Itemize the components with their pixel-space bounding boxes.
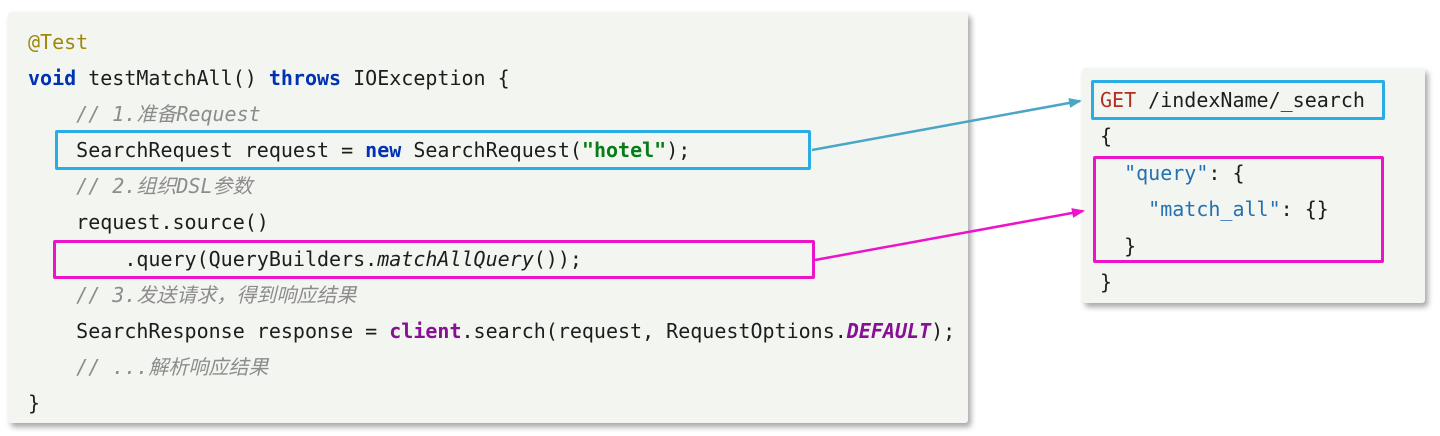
code-token: SearchRequest request = xyxy=(28,138,366,163)
code-line: request.source() xyxy=(28,204,968,240)
code-line: } xyxy=(1100,228,1425,264)
dsl-code-block: GET /indexName/_search { "query": { "matc… xyxy=(1082,68,1425,303)
code-token: } xyxy=(28,390,41,415)
code-token: GET xyxy=(1100,88,1137,112)
code-token: SearchResponse response = xyxy=(28,318,390,343)
code-token: .query(QueryBuilders. xyxy=(28,246,378,271)
code-line: // 1.准备Request xyxy=(28,96,968,132)
code-token: SearchRequest( xyxy=(401,138,582,163)
code-token: } xyxy=(1100,270,1113,295)
code-line: void testMatchAll() throws IOException { xyxy=(28,60,968,96)
code-token: request.source() xyxy=(28,210,269,235)
code-token: // 2.组织DSL参数 xyxy=(28,174,253,199)
code-token: // 3.发送请求，得到响应结果 xyxy=(28,282,357,307)
code-line: } xyxy=(28,385,968,421)
code-line: SearchResponse response = client.search(… xyxy=(28,313,968,349)
code-line: @Test xyxy=(28,24,968,60)
code-token: throws xyxy=(268,66,342,91)
code-line: "query": { xyxy=(1100,155,1425,191)
code-token: IOException { xyxy=(341,66,510,91)
code-token: void xyxy=(28,66,77,91)
code-token: @Test xyxy=(28,30,89,54)
code-token: // 1.准备Request xyxy=(28,102,261,127)
code-line: "match_all": {} xyxy=(1100,191,1425,227)
code-token xyxy=(1100,197,1148,221)
code-token: : {} xyxy=(1280,197,1329,222)
code-line: // 2.组织DSL参数 xyxy=(28,168,968,204)
code-token: ); xyxy=(666,138,691,163)
code-token: matchAllQuery xyxy=(377,246,534,271)
code-line: { xyxy=(1100,118,1425,154)
code-token: : { xyxy=(1208,160,1245,185)
code-token: DEFAULT xyxy=(846,318,932,343)
code-token: } xyxy=(1100,233,1137,258)
code-line: SearchRequest request = new SearchReques… xyxy=(28,132,968,168)
code-token: /indexName/_search xyxy=(1136,88,1365,112)
code-token: "hotel" xyxy=(581,138,667,163)
code-token: "match_all" xyxy=(1148,197,1281,222)
code-token: testMatchAll() xyxy=(76,66,269,91)
code-line: // ...解析响应结果 xyxy=(28,349,968,385)
code-token: client xyxy=(389,318,462,343)
code-token: ()); xyxy=(533,246,582,271)
code-line: GET /indexName/_search xyxy=(1100,82,1425,118)
dsl-query-panel: GET /indexName/_search { "query": { "matc… xyxy=(1082,68,1425,303)
code-token: { xyxy=(1100,124,1113,149)
java-code-block: @Test void testMatchAll() throws IOExcept… xyxy=(8,12,968,423)
code-token: ); xyxy=(931,318,956,343)
java-code-panel: @Test void testMatchAll() throws IOExcept… xyxy=(8,12,968,423)
code-line: .query(QueryBuilders.matchAllQuery()); xyxy=(28,241,968,277)
code-token: new xyxy=(365,138,402,163)
code-token: // ...解析响应结果 xyxy=(28,354,269,379)
code-token: "query" xyxy=(1124,160,1209,185)
code-token: .search(request, RequestOptions. xyxy=(461,318,847,343)
code-line: // 3.发送请求，得到响应结果 xyxy=(28,277,968,313)
code-line: } xyxy=(1100,264,1425,300)
code-token xyxy=(1100,161,1124,185)
